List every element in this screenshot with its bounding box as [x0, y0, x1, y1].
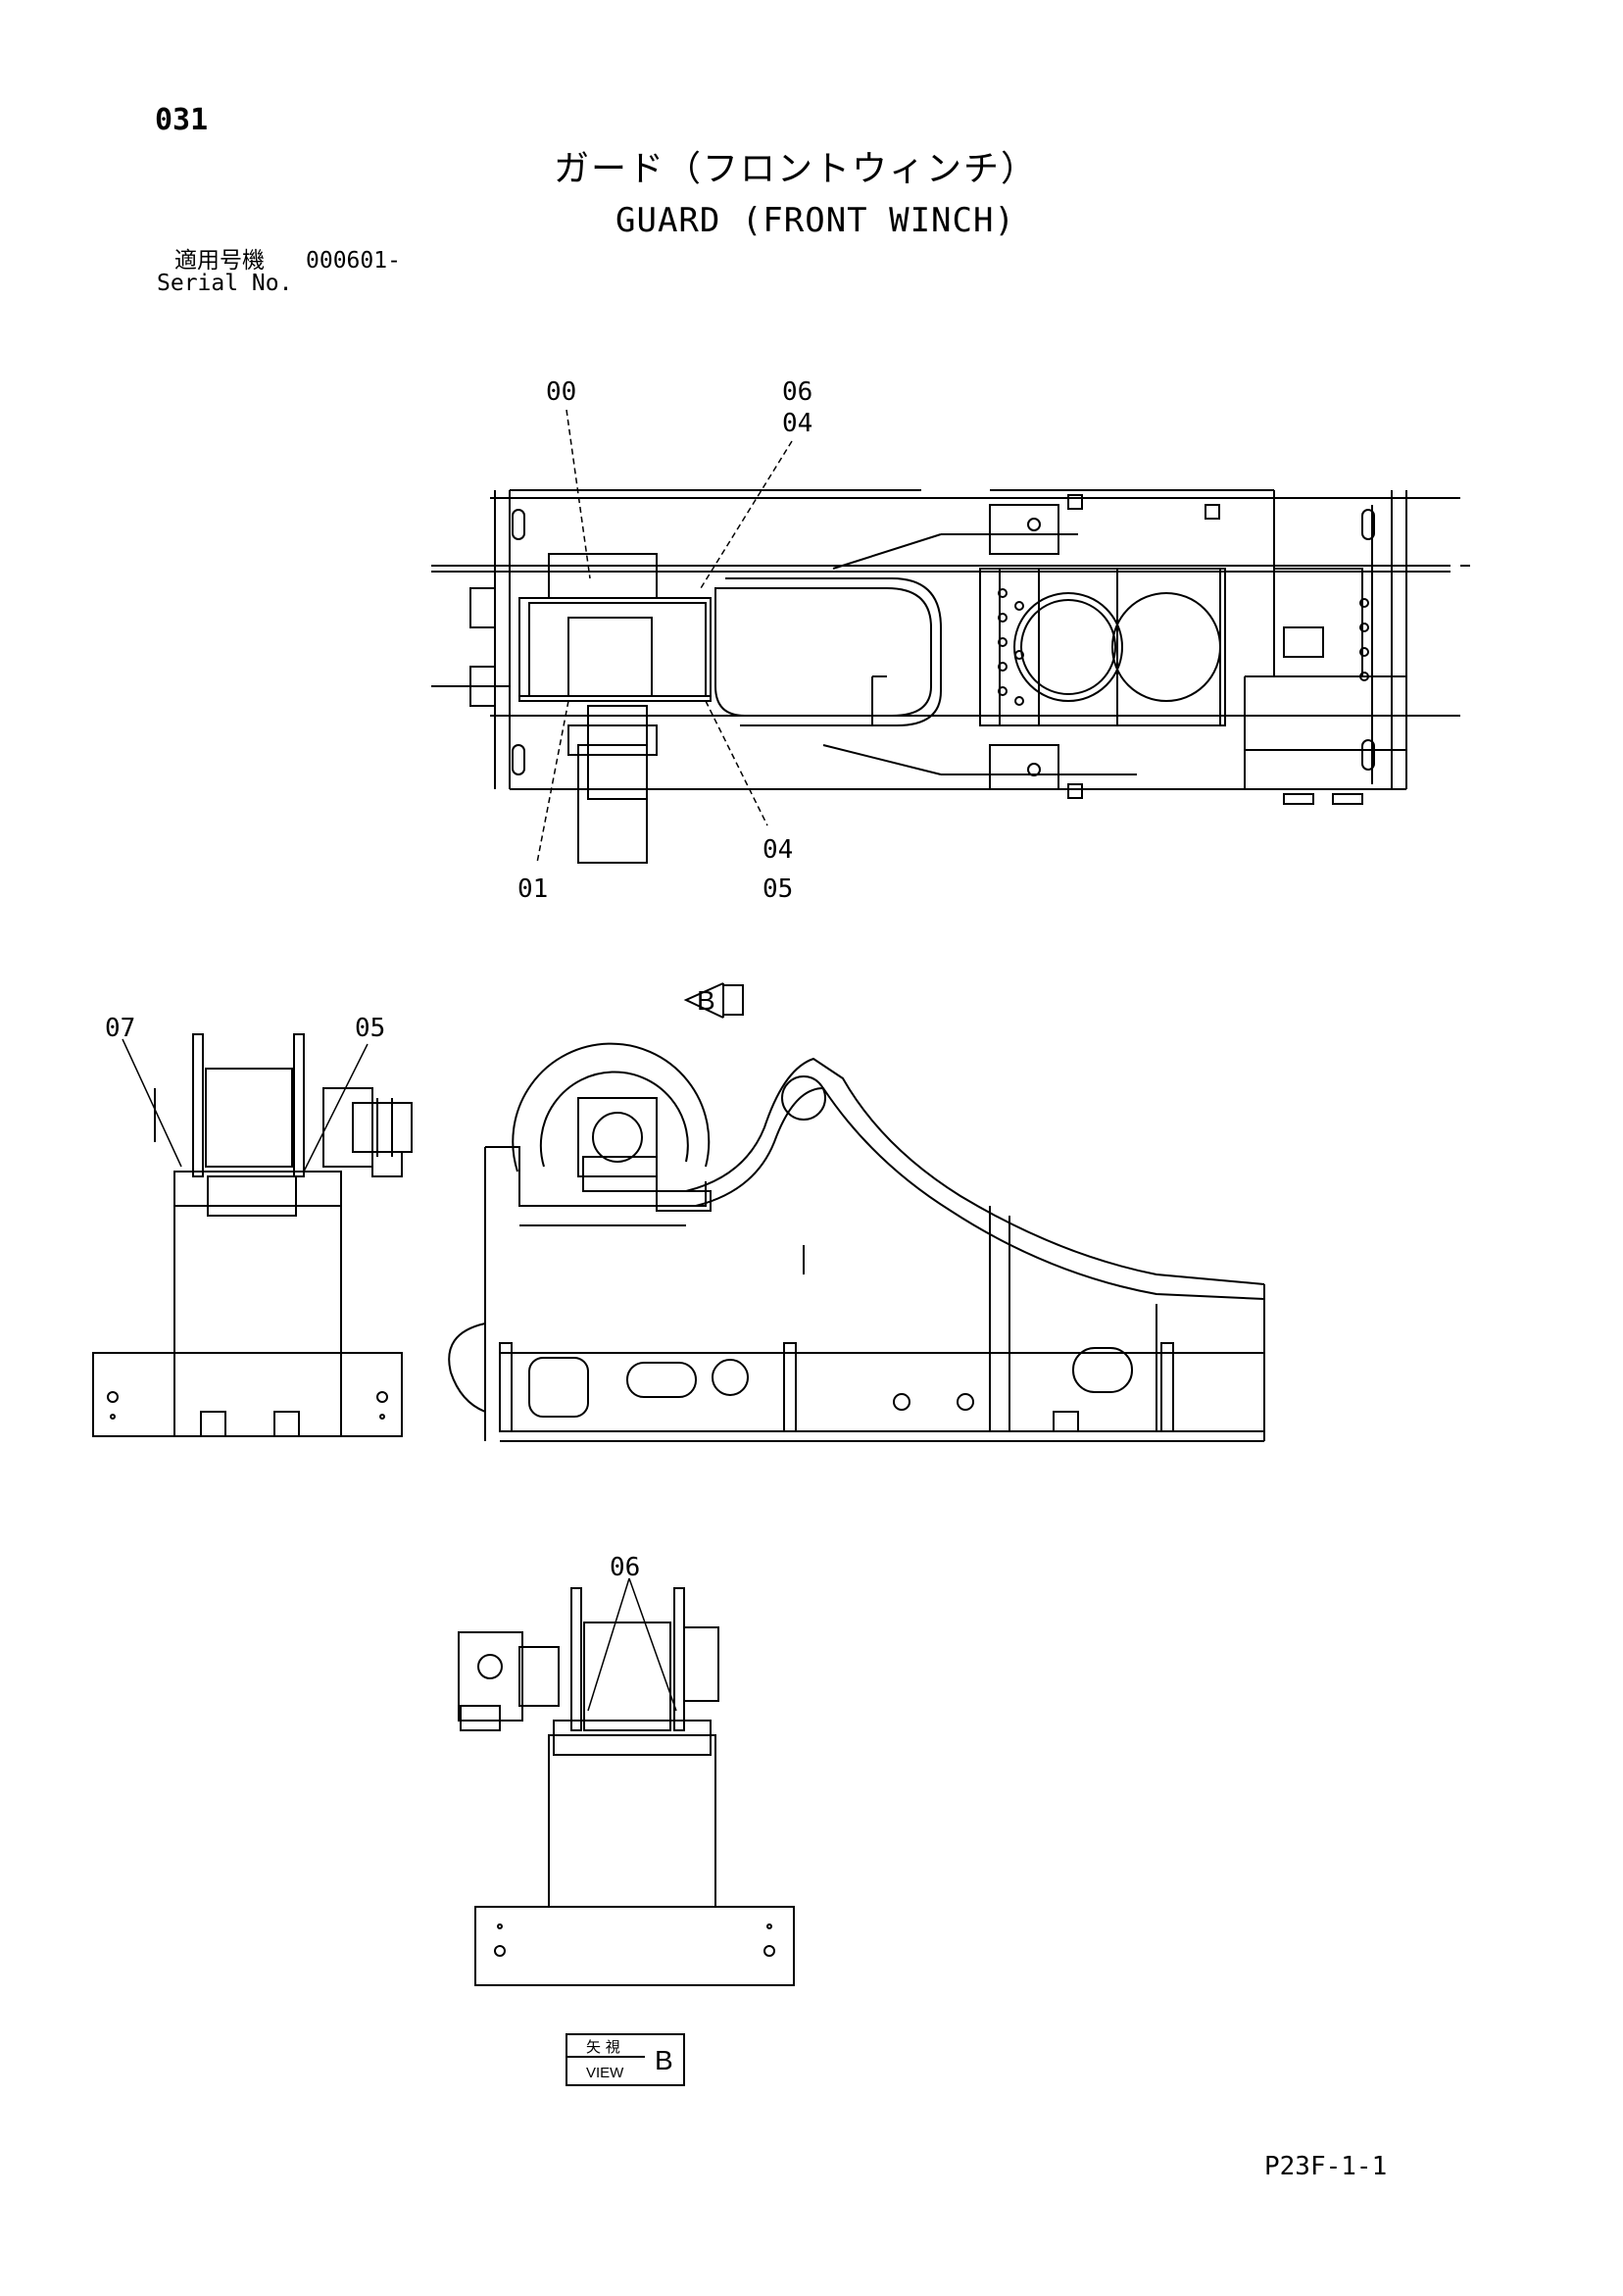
top-view-leaders: [536, 409, 793, 864]
serial-label-english: Serial No.: [157, 271, 293, 296]
view-label-english: VIEW: [586, 2065, 624, 2081]
callout-06-top: 06: [782, 377, 812, 407]
callout-04-top: 04: [782, 409, 812, 438]
page-code: P23F-1-1: [1264, 2152, 1388, 2181]
title-japanese: ガード（フロントウィンチ）: [554, 149, 1039, 189]
view-b-arrow: B: [683, 982, 744, 1019]
side-end-view: [92, 1033, 413, 1437]
view-b-drawing: [458, 1587, 795, 1986]
view-b-label-box: 矢 視 VIEW B: [566, 2033, 685, 2086]
callout-04-bottom: 04: [762, 835, 793, 865]
side-end-view-leaders: [122, 1038, 369, 1173]
side-elevation-view: [448, 1042, 1265, 1442]
view-label-japanese: 矢 視: [586, 2038, 620, 2056]
serial-label-japanese: 適用号機: [174, 248, 265, 274]
callout-00: 00: [546, 377, 576, 407]
callout-01: 01: [517, 874, 548, 904]
view-b-leaders: [587, 1577, 677, 1712]
title-english: GUARD (FRONT WINCH): [615, 201, 1015, 240]
callout-05-top: 05: [762, 874, 793, 904]
page-number: 031: [155, 103, 209, 137]
callout-05-side: 05: [355, 1014, 385, 1043]
top-view-frame: [431, 489, 1470, 864]
callout-06-view: 06: [610, 1553, 640, 1582]
serial-value: 000601-: [306, 248, 401, 274]
view-arrow-letter: B: [697, 985, 715, 1016]
callout-07: 07: [105, 1014, 135, 1043]
view-label-letter: B: [655, 2045, 673, 2075]
